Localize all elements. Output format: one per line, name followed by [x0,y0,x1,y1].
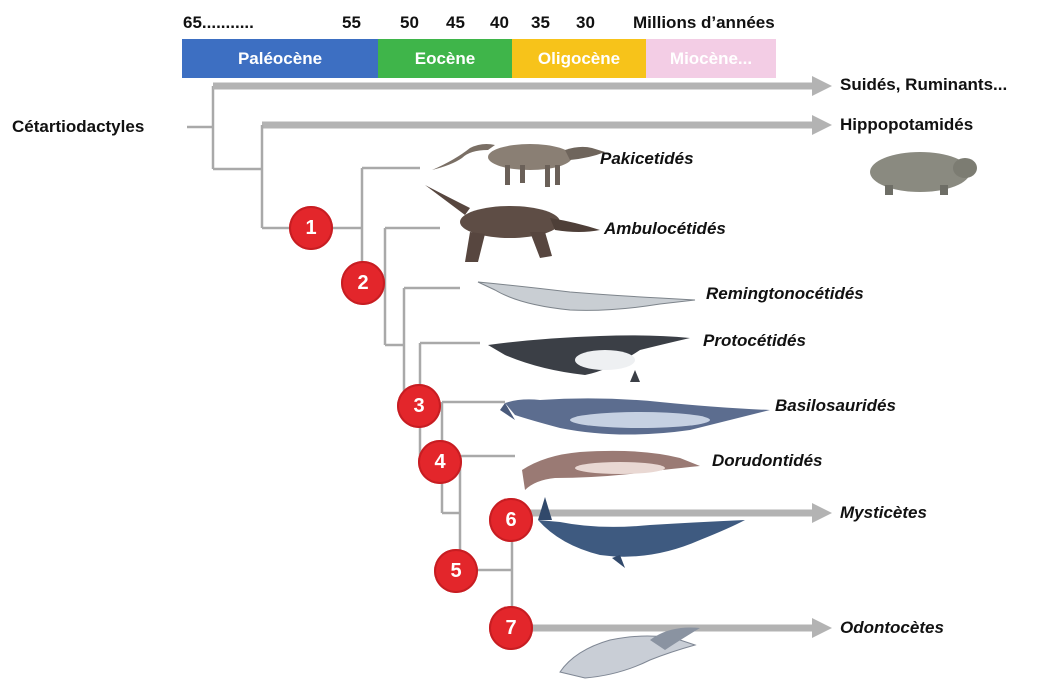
taxon-hippopotamides: Hippopotamidés [840,116,973,133]
ambulocetus-image [425,185,600,262]
taxon-ambulocetides: Ambulocétidés [604,220,726,237]
hippo-image [870,152,977,195]
node-1: 1 [289,206,333,250]
node-5: 5 [434,549,478,593]
taxon-suides: Suidés, Ruminants... [840,76,1007,93]
taxon-mysticetes: Mysticètes [840,504,927,521]
dorudon-image [522,451,700,490]
node-6: 6 [489,498,533,542]
root-label: Cétartiodactyles [12,118,144,135]
basilosaurus-image [500,398,770,434]
taxon-protocetides: Protocétidés [703,332,806,349]
mysticete-image [538,497,745,568]
taxon-odontocetes: Odontocètes [840,619,944,636]
node-4: 4 [418,440,462,484]
odontocete-image [560,628,700,679]
node-7: 7 [489,606,533,650]
taxon-pakicetides: Pakicetidés [600,150,694,167]
taxon-remingtonocetides: Remingtonocétidés [706,285,864,302]
taxon-dorudontides: Dorudontidés [712,452,823,469]
protocetus-image [488,335,690,382]
pakicetus-image [432,144,605,187]
node-2: 2 [341,261,385,305]
remingtonocetus-image [478,282,695,310]
taxon-basilosaurides: Basilosauridés [775,397,896,414]
node-3: 3 [397,384,441,428]
